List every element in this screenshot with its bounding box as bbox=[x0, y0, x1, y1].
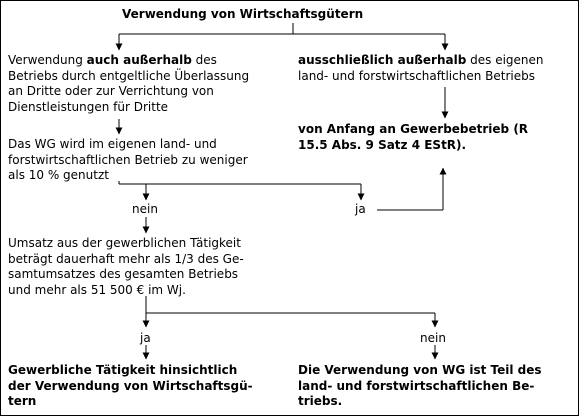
box-ausschliesslich-line2: land- und forstwirtschaftlichen Betriebs bbox=[298, 68, 535, 83]
box-ausschliesslich-line1: ausschließlich außerhalb des eigenen bbox=[298, 53, 544, 67]
result-gewerbebetrieb-line1: von Anfang an Gewerbebetrieb (R bbox=[298, 122, 529, 136]
box-auch-ausserhalb-line3: an Dritte oder zur Verrichtung von bbox=[8, 84, 214, 98]
result-nein-line1: Die Verwendung von WG ist Teil des bbox=[298, 363, 542, 377]
question-umsatz-line3: samtumsatzes des gesamten Betriebs bbox=[8, 267, 239, 281]
question-10-line2: forstwirtschaftlichen Betrieb zu weniger bbox=[8, 152, 248, 167]
question-umsatz-line4: und mehr als 51 500 € im Wj. bbox=[8, 282, 186, 297]
result-nein-line3: triebs. bbox=[298, 394, 343, 408]
label-nein-1: nein bbox=[132, 202, 158, 216]
result-ja-line1: Gewerbliche Tätigkeit hinsichtlich bbox=[8, 363, 238, 377]
question-10-line3: als 10 % genutzt bbox=[8, 168, 109, 182]
label-ja-2: ja bbox=[140, 331, 151, 345]
box-auch-ausserhalb-line2: Betriebs durch entgeltliche Überlassung bbox=[8, 68, 250, 83]
result-ja-line3: tern bbox=[8, 394, 37, 408]
box-auch-ausserhalb-line4: Dienstleistungen für Dritte bbox=[8, 99, 169, 114]
diagram-title: Verwendung von Wirtschaftsgütern bbox=[122, 7, 364, 21]
result-gewerbebetrieb-line2: 15.5 Abs. 9 Satz 4 EStR). bbox=[298, 137, 467, 152]
question-umsatz-line2: beträgt dauerhaft mehr als 1/3 des Ge- bbox=[8, 251, 244, 266]
question-10-line1: Das WG wird im eigenen land- und bbox=[8, 137, 217, 151]
label-ja-1: ja bbox=[355, 202, 366, 216]
result-nein-line2: land- und forstwirtschaftlichen Be- bbox=[298, 378, 535, 393]
label-nein-2: nein bbox=[420, 331, 446, 345]
box-auch-ausserhalb-line1: Verwendung auch außerhalb des bbox=[8, 53, 217, 67]
question-umsatz-line1: Umsatz aus der gewerblichen Tätigkeit bbox=[8, 236, 241, 250]
result-ja-line2: der Verwendung von Wirtschaftsgü- bbox=[8, 378, 253, 393]
